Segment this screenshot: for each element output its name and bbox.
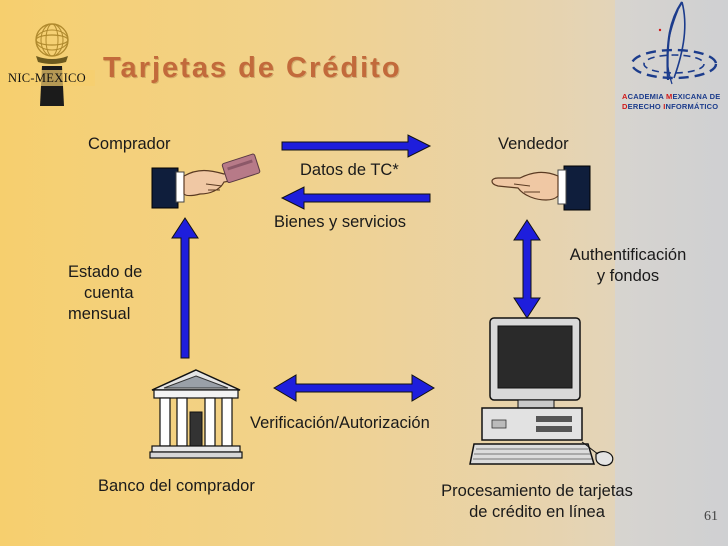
arrow-bank-to-buyer (171, 217, 199, 359)
monthly-statement-label: Estado de cuenta mensual (68, 262, 168, 325)
amdi-logo: ACADEMIA MEXICANA DE DERECHO INFORMÁTICO (622, 0, 728, 120)
nic-globe-icon (9, 23, 95, 106)
bank-building-icon (149, 369, 243, 459)
statement-line-2: cuenta (84, 284, 134, 302)
amdi-emblem-icon (630, 1, 718, 85)
arrow-buyer-to-seller (281, 134, 432, 158)
statement-line-3: mensual (68, 305, 131, 323)
amdi-line-2: DERECHO INFORMÁTICO (622, 102, 719, 111)
seller-hand-icon (491, 165, 591, 211)
buyer-bank-label: Banco del comprador (98, 477, 255, 495)
buyer-label: Comprador (88, 135, 171, 153)
verification-label: Verificación/Autorización (250, 414, 430, 432)
processor-label: Procesamiento de tarjetas de crédito en … (412, 481, 662, 523)
card-data-label: Datos de TC* (300, 161, 399, 179)
nic-mexico-logo: NIC-MEXICO (6, 10, 98, 110)
arrow-auth-vertical (513, 219, 541, 319)
auth-funds-line-1: Authentificación (569, 246, 687, 264)
page-number: 61 (704, 509, 718, 524)
processor-label-line-1: Procesamiento de tarjetas (441, 482, 633, 500)
arrow-seller-to-buyer (280, 186, 431, 210)
processor-label-line-2: de crédito en línea (469, 503, 605, 521)
slide-title: Tarjetas de Crédito (103, 52, 402, 84)
right-gray-panel (615, 0, 728, 546)
statement-line-1: Estado de (68, 263, 143, 281)
buyer-hand-card-icon (151, 153, 261, 209)
auth-funds-line-2: y fondos (596, 267, 660, 285)
nic-mexico-text: NIC-MEXICO (8, 71, 86, 85)
amdi-line-1: ACADEMIA MEXICANA DE (622, 92, 721, 101)
seller-label: Vendedor (498, 135, 569, 153)
auth-funds-label: Authentificación y fondos (548, 245, 708, 287)
computer-icon (469, 317, 614, 467)
goods-services-label: Bienes y servicios (274, 213, 407, 231)
arrow-verification (273, 374, 435, 402)
